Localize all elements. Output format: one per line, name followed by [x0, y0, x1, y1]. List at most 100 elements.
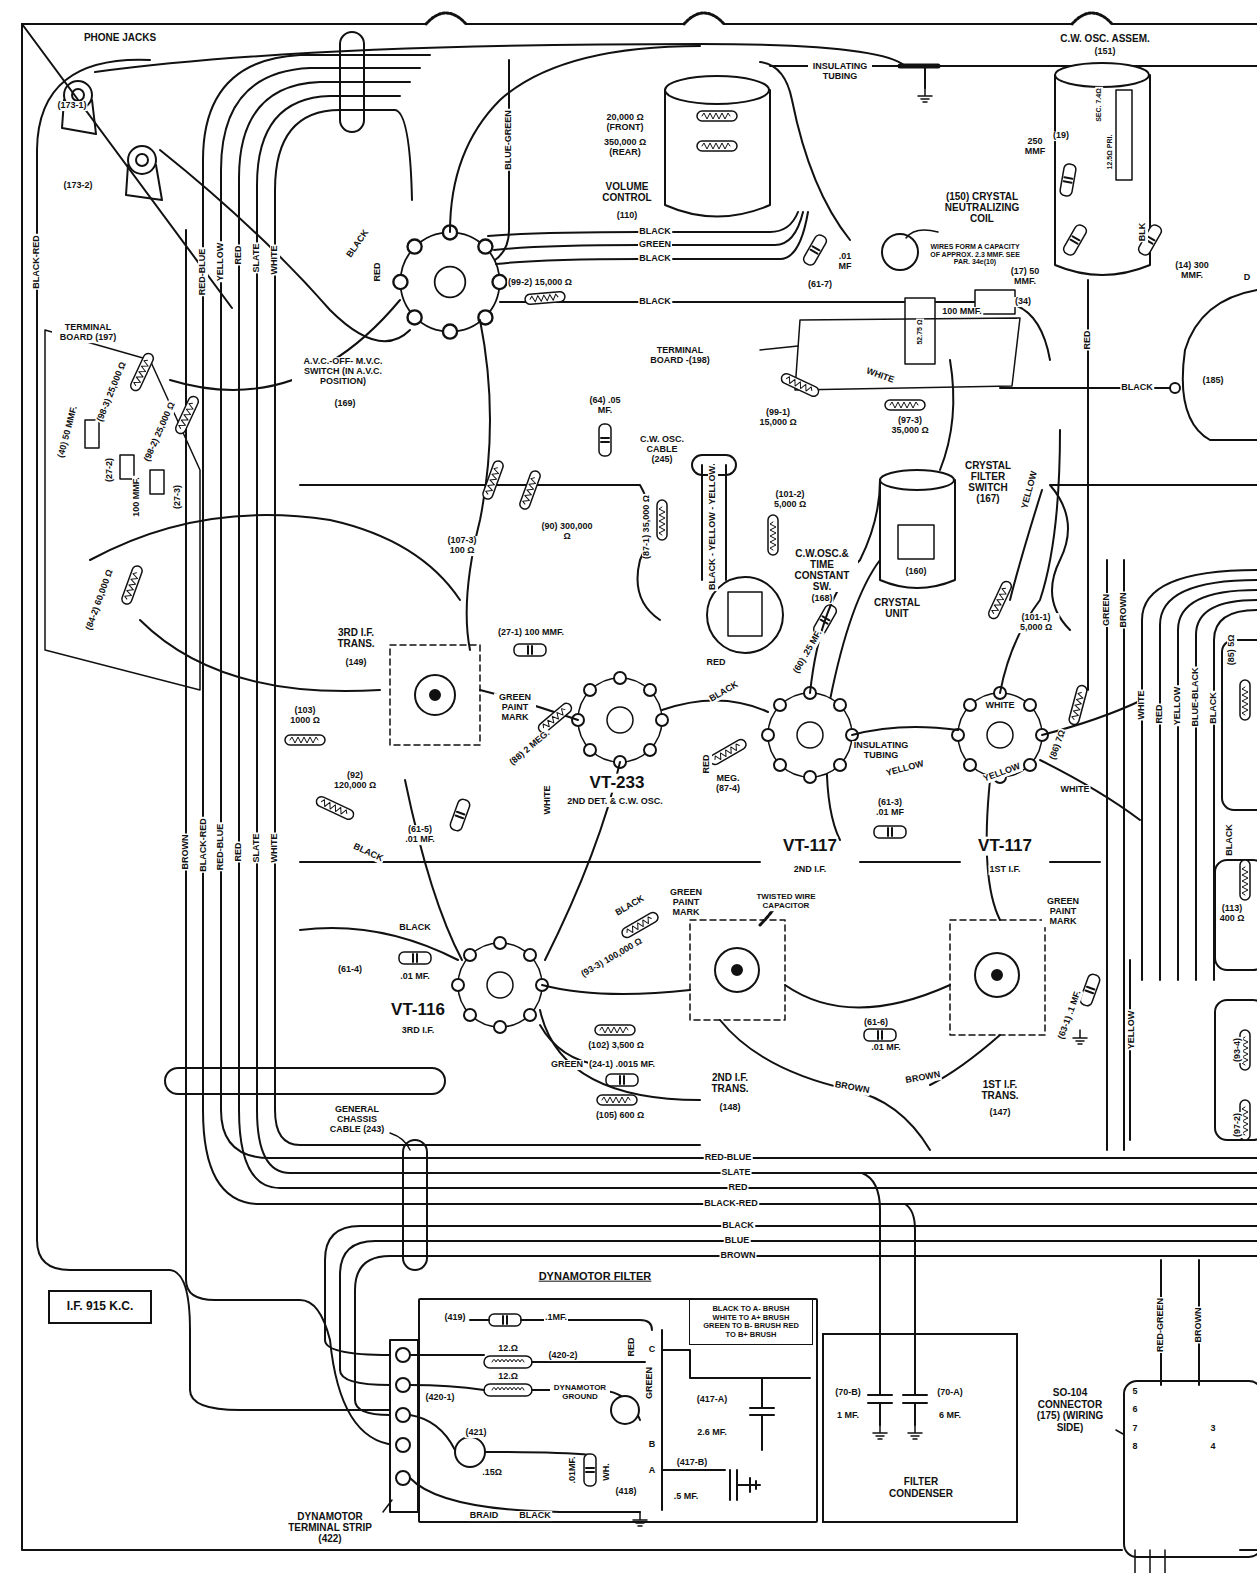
callout-label: 2ND I.F. TRANS.: [704, 1072, 756, 1094]
callout-label: 2ND DET. & C.W. OSC.: [566, 797, 664, 807]
callout-label: (64) .05 MF.: [586, 396, 624, 416]
connector: SO-104 CONNECTOR (175) (WIRING SIDE): [1020, 1372, 1257, 1562]
node-text: (70-A): [937, 1387, 963, 1397]
callout-label: VT-117: [782, 837, 838, 856]
brush-note-box: BLACK TO A- BRUSH WHITE TO A+ BRUSH GREE…: [689, 1299, 813, 1345]
callout-label: (61-3) .01 MF: [871, 798, 909, 818]
callout-label: GENERAL CHASSIS CABLE (243): [326, 1105, 388, 1135]
callout-label: (149): [344, 658, 367, 668]
callout-label: 2.6 MF.: [696, 1428, 728, 1438]
callout-label: 12.Ω: [497, 1372, 519, 1382]
callout-label: (99-2) 15,000 Ω: [507, 278, 573, 288]
callout-label: GREEN PAINT MARK: [494, 693, 536, 723]
callout-label: RED-BLUE: [704, 1153, 753, 1163]
callout-label: INSULATING TUBING: [852, 741, 910, 761]
callout-label: RED: [627, 1336, 637, 1357]
callout-label: WHITE: [1137, 690, 1147, 721]
callout-label: 2ND I.F.: [793, 865, 828, 875]
callout-label: (421): [464, 1428, 487, 1438]
callout-label: .5 MF.: [673, 1492, 700, 1502]
callout-label: SLATE: [252, 243, 262, 274]
callout-label: YELLOW: [1127, 1010, 1137, 1051]
callout-label: DYNAMOTOR GROUND: [550, 1384, 610, 1402]
callout-label: 100 MMF.: [132, 476, 142, 518]
callout-label: CRYSTAL FILTER SWITCH (167): [960, 460, 1017, 504]
callout-label: BLUE-BLACK: [1191, 667, 1201, 728]
callout-label: (84-2) 60,000 Ω: [84, 567, 116, 632]
callout-label: (27-2): [105, 457, 115, 483]
callout-label: BLACK: [1209, 691, 1219, 725]
callout-label: BROWN: [1194, 1307, 1204, 1344]
callout-label: (97-3) 35,000 Ω: [887, 416, 934, 436]
callout-label: (173-1): [56, 101, 87, 111]
frequency-box: I.F. 915 K.C.: [48, 1290, 152, 1324]
callout-label: (98-3) 25,000 Ω: [95, 360, 129, 425]
callout-label: BRAID: [469, 1511, 500, 1521]
callout-label: (87-1) 35,000 Ω: [642, 494, 652, 560]
callout-label: (103) 1000 Ω: [284, 706, 326, 726]
callout-label: TERMINAL BOARD -(198): [649, 346, 711, 366]
callout-label: WHITE: [985, 701, 1016, 711]
callout-label: (17) 50 MMF.: [1004, 267, 1046, 287]
callout-label: RED: [234, 244, 244, 265]
callout-label: GREEN PAINT MARK: [1042, 897, 1084, 927]
callout-label: YELLOW: [884, 759, 926, 779]
callout-label: (418): [614, 1487, 637, 1497]
callout-label: 3: [1209, 1424, 1216, 1434]
callout-label: BLACK: [344, 227, 371, 260]
callout-label: (92) 120,000 Ω: [329, 771, 381, 791]
callout-label: (14) 300 MMF.: [1166, 261, 1218, 281]
callout-label: 3RD I.F.: [401, 1026, 436, 1036]
callout-label: C.W. OSC. CABLE (245): [636, 435, 688, 465]
callout-label: BLACK: [1120, 383, 1154, 393]
callout-label: .15Ω: [481, 1468, 503, 1478]
callout-label: (34): [1014, 297, 1032, 307]
callout-label: BROWN: [833, 1080, 871, 1096]
callout-label: GREEN: [638, 240, 672, 250]
callout-label: RED: [234, 841, 244, 862]
callout-label: (417-A): [696, 1395, 729, 1405]
callout-label: (19): [1052, 131, 1070, 141]
callout-label: RED-BLUE: [198, 248, 208, 297]
callout-label: VT-233: [589, 774, 646, 793]
callout-label: D: [1243, 273, 1252, 283]
callout-label: WHITE: [864, 366, 897, 386]
callout-label: GREEN: [550, 1060, 584, 1070]
callout-label: 7: [1131, 1424, 1138, 1434]
callout-label: (85) 5Ω: [1227, 634, 1237, 667]
callout-label: WHITE: [1060, 785, 1091, 795]
callout-label: (93-3) 100,000 Ω: [579, 936, 645, 980]
callout-label: BROWN: [181, 834, 191, 871]
housing-outline: [1123, 1380, 1257, 1558]
callout-label: 12.5Ω PRI.: [1106, 134, 1114, 171]
callout-label: (61-7): [807, 280, 833, 290]
callout-label: B: [648, 1440, 657, 1450]
node-text: DYNAMOTOR FILTER: [539, 1270, 652, 1283]
callout-label: BLACK: [638, 254, 672, 264]
callout-label: (151): [1093, 47, 1116, 57]
callout-label: C: [648, 1345, 657, 1355]
callout-label: YELLOW: [216, 242, 226, 283]
callout-label: 8: [1131, 1442, 1138, 1452]
callout-label: BLACK-RED: [199, 817, 209, 873]
callout-label: BLACK-RED: [32, 234, 42, 290]
callout-label: (101-2) 5,000 Ω: [769, 490, 811, 510]
callout-label: 250 MMF: [1020, 137, 1050, 157]
callout-label: (110): [616, 211, 639, 221]
callout-label: 12.Ω: [497, 1344, 519, 1354]
callout-label: BLACK: [1225, 823, 1235, 857]
callout-label: (173-2): [62, 181, 93, 191]
callout-label: (24-1) .0015 MF.: [588, 1060, 656, 1070]
callout-label: (99-1) 15,000 Ω: [757, 408, 799, 428]
callout-label: (105) 600 Ω: [595, 1111, 645, 1121]
callout-label: RED: [1155, 703, 1165, 724]
callout-label: 52.75 Ω: [916, 318, 924, 345]
callout-label: BLACK: [638, 227, 672, 237]
callout-label: (40) 50 MMF.: [56, 404, 80, 460]
callout-label: (147): [988, 1108, 1011, 1118]
callout-label: INSULATING TUBING: [808, 62, 872, 82]
callout-label: WHITE: [543, 785, 553, 816]
callout-label: RED: [702, 753, 712, 774]
callout-label: (148): [718, 1103, 741, 1113]
callout-label: (88) 2 MEG.: [507, 728, 552, 768]
